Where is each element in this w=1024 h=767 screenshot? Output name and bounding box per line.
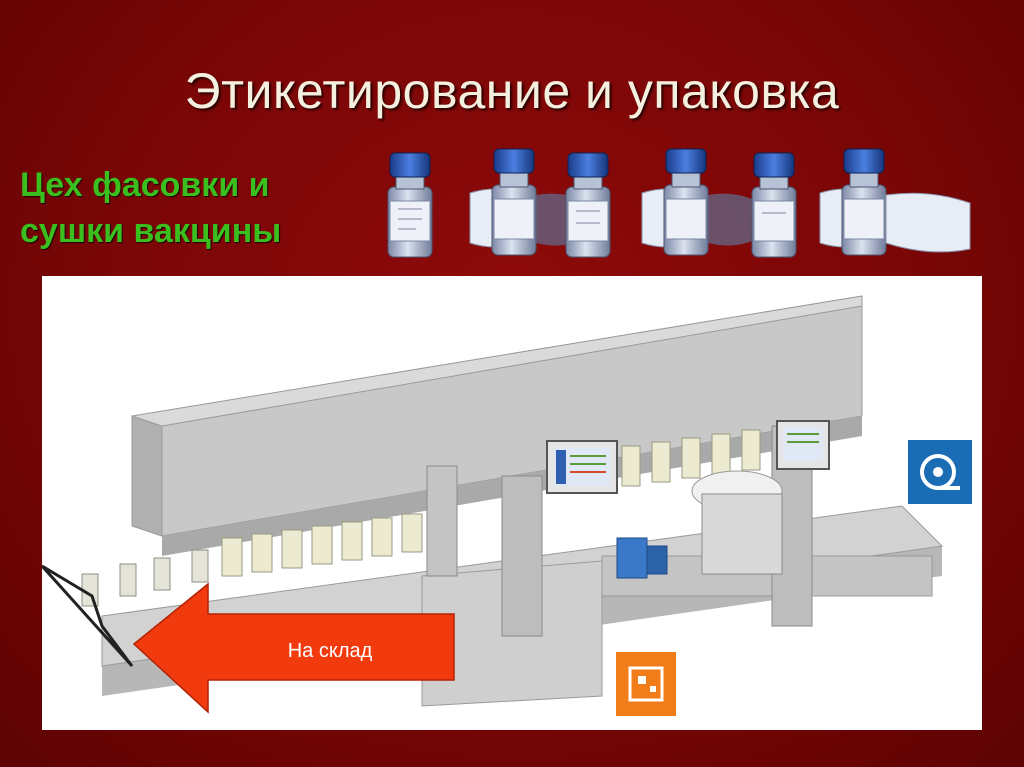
exit-arrow-label: На склад: [287, 640, 373, 662]
qr-code-icon: [628, 666, 664, 702]
vial-2: [469, 148, 580, 256]
vial-4: [641, 148, 752, 256]
bottle-row-front: [81, 549, 209, 607]
qr-code-badge: [616, 652, 676, 716]
vial-5: [751, 152, 797, 258]
bottle-row-back: [221, 429, 761, 577]
print-head: [616, 537, 668, 579]
vial-strip: [387, 148, 971, 258]
slide-title: Этикетирование и упаковка: [184, 63, 840, 119]
labeling-machine: [42, 295, 972, 716]
vial-1: [387, 152, 433, 258]
vial-6: [819, 148, 971, 256]
vial-3: [565, 152, 611, 258]
label-roll-badge: [908, 440, 972, 504]
control-panel-left: [546, 440, 618, 494]
exit-arrow: [132, 582, 455, 714]
labeling-machine-illustration: [42, 276, 982, 730]
control-panel-right: [776, 420, 830, 470]
slide-subtitle: Цех фасовки и сушки вакцины: [20, 166, 282, 250]
